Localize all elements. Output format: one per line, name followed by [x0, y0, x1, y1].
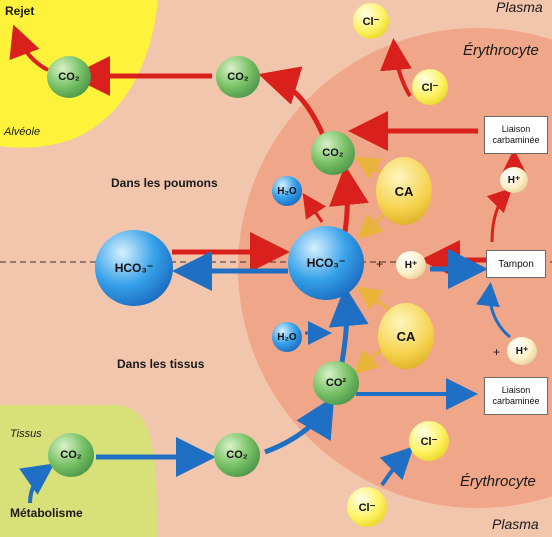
- chloride-ion-bottom-1: Cl⁻: [409, 421, 449, 461]
- rejet-label: Rejet: [5, 4, 35, 18]
- arrow-to-h2o-lung: [302, 193, 326, 223]
- co2-molecule-lung-cell: CO₂: [311, 131, 355, 175]
- arrow-rejet: [9, 24, 49, 72]
- arrow-co2-cell-to-plasma: [258, 66, 328, 141]
- arrow-metabolisme: [19, 463, 55, 504]
- arrow-cl-bottom: [379, 446, 414, 487]
- erythrocyte-label-bottom: Érythrocyte: [460, 473, 536, 490]
- plus-sign-center: +: [376, 257, 384, 271]
- tampon-box: Tampon: [486, 250, 546, 278]
- arrow-hco3-to-co2: [329, 165, 369, 233]
- water-molecule-tissue: H₂O: [272, 322, 302, 352]
- chloride-ion-bottom-2: Cl⁻: [347, 487, 387, 527]
- dans-les-tissus-label: Dans les tissus: [117, 357, 205, 371]
- liaison-carbaminee-box-top: Liaison carbaminée: [484, 116, 548, 154]
- co2-molecule-alveole: CO₂: [47, 56, 91, 98]
- arrow-co2-to-hco3: [328, 286, 369, 369]
- hydrogen-ion-top-right: H⁺: [500, 167, 528, 193]
- bicarbonate-cell: HCO₃⁻: [288, 226, 364, 300]
- hydrogen-ion-bottom-right: H⁺: [507, 337, 537, 365]
- water-molecule-lung: H₂O: [272, 176, 302, 206]
- erythrocyte-label-top: Érythrocyte: [463, 42, 539, 59]
- arrow-tampon-to-h: [486, 187, 513, 243]
- chloride-ion-top-2: Cl⁻: [412, 69, 448, 105]
- chloride-ion-top-1: Cl⁻: [353, 3, 389, 39]
- plus-sign-bottom: +: [493, 345, 501, 359]
- bicarbonate-plasma: HCO₃⁻: [95, 230, 173, 306]
- hydrogen-ion-center: H⁺: [396, 251, 426, 279]
- co2-molecule-tissue-origin: CO₂: [48, 433, 94, 477]
- co2-molecule-tissue-cell: CO²: [313, 361, 359, 405]
- plasma-label-bottom: Plasma: [492, 516, 539, 532]
- arrow-cl-top: [380, 38, 412, 98]
- carbonic-anhydrase-bottom: CA: [378, 303, 434, 369]
- metabolisme-label: Métabolisme: [10, 506, 83, 520]
- alveole-label: Alvéole: [4, 126, 41, 138]
- co2-molecule-tissue-plasma: CO₂: [214, 433, 260, 477]
- tissus-label: Tissus: [10, 428, 42, 440]
- co2-molecule-lung-plasma: CO₂: [216, 56, 260, 98]
- carbonic-anhydrase-top: CA: [376, 157, 432, 225]
- arrow-h-to-tampon: [475, 282, 511, 339]
- plasma-label-top: Plasma: [496, 0, 543, 15]
- dans-les-poumons-label: Dans les poumons: [111, 176, 218, 190]
- liaison-carbaminee-box-bottom: Liaison carbaminée: [484, 377, 548, 415]
- arrow-co2-plasma-to-cell: [264, 396, 335, 455]
